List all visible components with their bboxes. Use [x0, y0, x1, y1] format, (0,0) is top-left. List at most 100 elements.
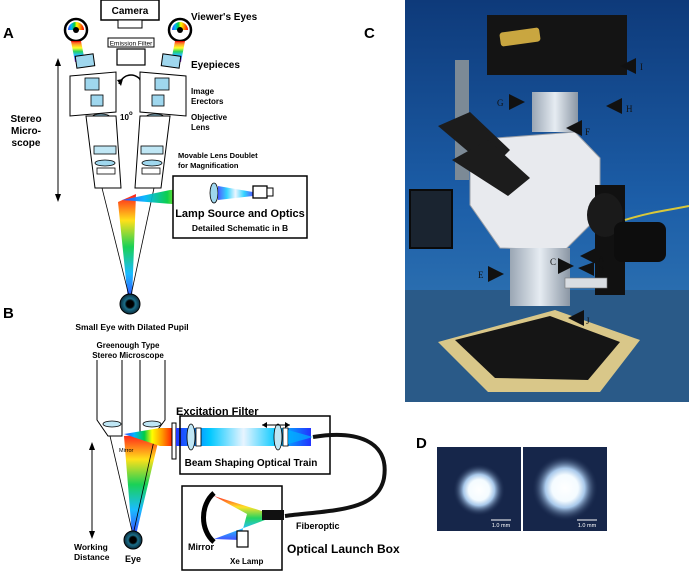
light-spot-right: [532, 455, 598, 521]
panel-label-c: C: [364, 25, 375, 42]
camera-mount: [117, 19, 143, 29]
light-fan-b: [124, 434, 160, 535]
stand-plate: [455, 316, 620, 380]
photo-marker-i: I: [620, 58, 643, 74]
eyepiece-right: [160, 53, 182, 69]
beam-lens-2: [195, 427, 202, 447]
marker-a-label: A: [598, 254, 605, 264]
excitation-filter-label: Excitation Filter: [176, 406, 259, 418]
view-line-b-right: [132, 435, 156, 536]
fiberoptic-label: Fiberoptic: [296, 521, 340, 531]
lamp-port: [587, 193, 623, 237]
spectrum-beam-b: [124, 428, 175, 446]
movable-lens-label-2: for Magnification: [178, 161, 239, 170]
photo-marker-f: F: [566, 120, 590, 137]
panel-c: C I G: [364, 0, 689, 402]
photo-marker-j: J: [568, 310, 590, 326]
photo-marker-b: B: [578, 262, 604, 276]
photo-marker-h: H: [606, 98, 633, 114]
panel-b: B Greenough Type Stereo Microscope Mirro…: [3, 305, 400, 571]
mirror-label: Mirror: [188, 542, 215, 552]
erector-housing-left: [69, 71, 117, 117]
angle-unit: o: [129, 111, 133, 117]
camera-brand-badge: [499, 27, 541, 47]
working-distance-label-1: Working: [74, 542, 108, 552]
doublet-arrowhead-right: [285, 422, 290, 428]
working-distance-arrow-bottom: [89, 531, 95, 539]
greenough-lens-left: [102, 420, 122, 428]
doublet-arrowhead-left: [262, 422, 267, 428]
lens-doublet-left: [93, 145, 117, 175]
marker-g-label: G: [497, 98, 504, 108]
stereo-label-1: Stereo: [10, 114, 41, 125]
working-distance-label-2: Distance: [74, 552, 110, 562]
small-eye: [119, 293, 141, 315]
image-erector-left-top: [84, 77, 100, 91]
panel-a: A Camera Emission Filter Viewer's Eyes E…: [3, 0, 308, 332]
view-line-right: [129, 187, 155, 301]
eyepiece-left: [74, 53, 96, 69]
greenough-lens-right: [142, 420, 162, 428]
rotation-arrowhead-left: [117, 79, 123, 86]
greenough-label-1: Greenough Type: [97, 341, 161, 350]
marker-f-label: F: [585, 127, 590, 137]
marker-b-label: B: [598, 265, 604, 275]
xe-lamp-label: Xe Lamp: [230, 557, 263, 566]
optical-launch-box-label: Optical Launch Box: [287, 542, 400, 556]
filter-arm: [564, 277, 608, 289]
erector-housing-right: [139, 71, 187, 117]
beam-shaping-box: [179, 415, 331, 475]
coupler-cylinder: [532, 92, 578, 132]
photo-marker-c: C: [550, 257, 574, 274]
beam-lens-3: [273, 423, 283, 451]
light-cone-a: [118, 194, 136, 300]
emission-filter-box: [107, 37, 155, 48]
fiber-coupler: [262, 510, 284, 520]
lamp-source-box: [172, 175, 308, 239]
eyepiece-tube-right: [452, 140, 530, 196]
monitor: [409, 189, 453, 249]
stereo-bracket-arrow-bottom: [55, 194, 61, 202]
launch-mirror: [201, 491, 216, 544]
emission-filter-label: Emission Filter: [110, 41, 153, 48]
beam-shaping-label: Beam Shaping Optical Train: [185, 458, 318, 469]
eyepieces-label: Eyepieces: [191, 60, 240, 71]
greenough-label-2: Stereo Microscope: [92, 351, 164, 360]
beam-lens-1: [186, 423, 196, 451]
image-erector-left-bottom: [90, 94, 104, 107]
stereo-label-2: Micro-: [11, 126, 41, 137]
lamp-bulb-cap: [266, 187, 274, 197]
objective-lens-label-2: Lens: [191, 123, 210, 132]
lamp-bulb-housing: [252, 185, 268, 199]
marker-c-label: C: [550, 257, 556, 267]
angle-value: 10: [120, 113, 129, 122]
beam-taper: [288, 430, 313, 444]
stereo-label-3: scope: [12, 138, 41, 149]
scale-label-right: 1.0 mm: [578, 523, 597, 529]
image-erector-right-top: [154, 77, 170, 91]
marker-i-label: I: [640, 62, 643, 72]
yellow-cable: [624, 205, 689, 221]
mirror-small-label: Mirror: [119, 448, 134, 454]
lens-doublet-right: [140, 145, 164, 175]
image-erectors-label-1: Image: [191, 87, 215, 96]
viewers-eyes-label: Viewer's Eyes: [191, 12, 258, 23]
camera-label: Camera: [112, 6, 149, 17]
lamp-beam: [218, 186, 253, 200]
photo-marker-e: E: [478, 266, 504, 282]
panel-d: D 1.0 mm 1.0 mm: [416, 435, 607, 531]
objective-lens-label-1: Objective: [191, 113, 228, 122]
view-line-b-left: [109, 435, 134, 536]
movable-lens-label-1: Movable Lens Doublet: [178, 151, 258, 160]
detailed-schematic-label: Detailed Schematic in B: [192, 223, 288, 233]
photo-marker-a: A: [580, 248, 605, 264]
view-line-left: [101, 187, 131, 301]
viewer-eye-right: [167, 17, 193, 43]
panel-label-b: B: [3, 305, 14, 322]
fiberoptic-cable: [284, 432, 387, 518]
marker-e-label: E: [478, 270, 484, 280]
small-eye-label: Small Eye with Dilated Pupil: [75, 322, 188, 332]
light-spot-left: [453, 464, 505, 516]
viewer-eye-left: [63, 17, 89, 43]
